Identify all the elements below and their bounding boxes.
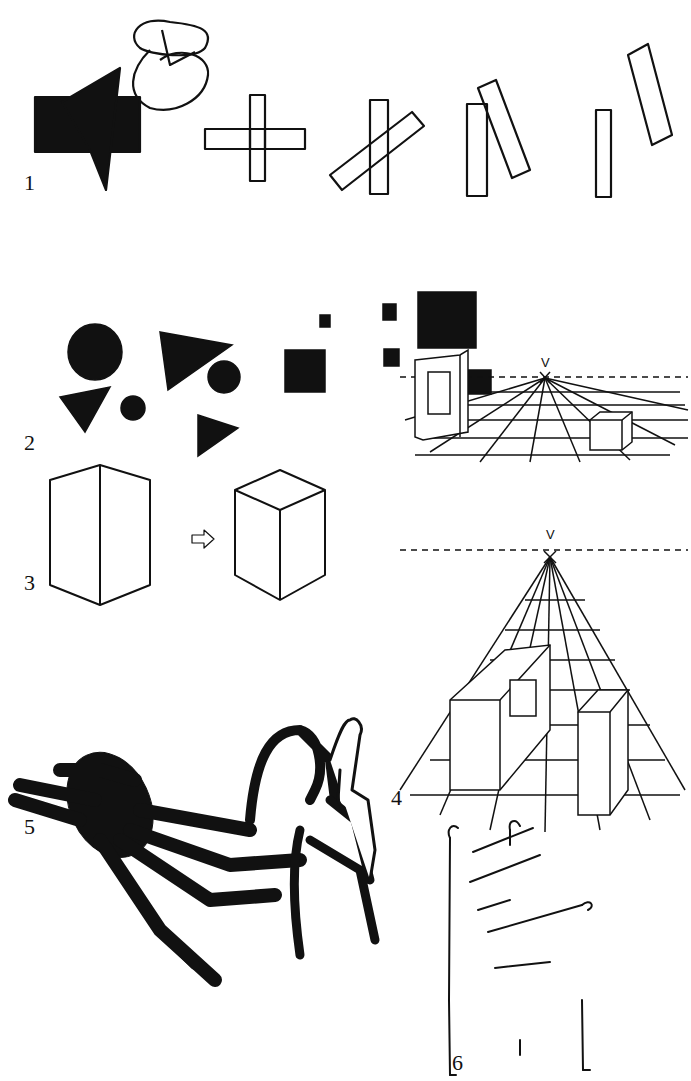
callout-number: 2 — [24, 432, 35, 454]
filled-shapes — [60, 292, 491, 456]
callout-number: 6 — [452, 1052, 463, 1074]
callout-number: 4 — [391, 787, 402, 809]
vanishing-point-label: V — [541, 356, 550, 369]
overlap-shapes — [35, 21, 672, 197]
shadow-figures — [15, 719, 375, 980]
perspective-scene — [400, 550, 688, 832]
callout-number: 5 — [24, 816, 35, 838]
callout-number: 3 — [24, 572, 35, 594]
perspective-scene — [400, 350, 688, 462]
vanishing-point-label: V — [546, 528, 555, 541]
callout-number: 1 — [24, 172, 35, 194]
chair-sketch — [449, 821, 592, 1075]
cube-sketches — [50, 465, 325, 605]
